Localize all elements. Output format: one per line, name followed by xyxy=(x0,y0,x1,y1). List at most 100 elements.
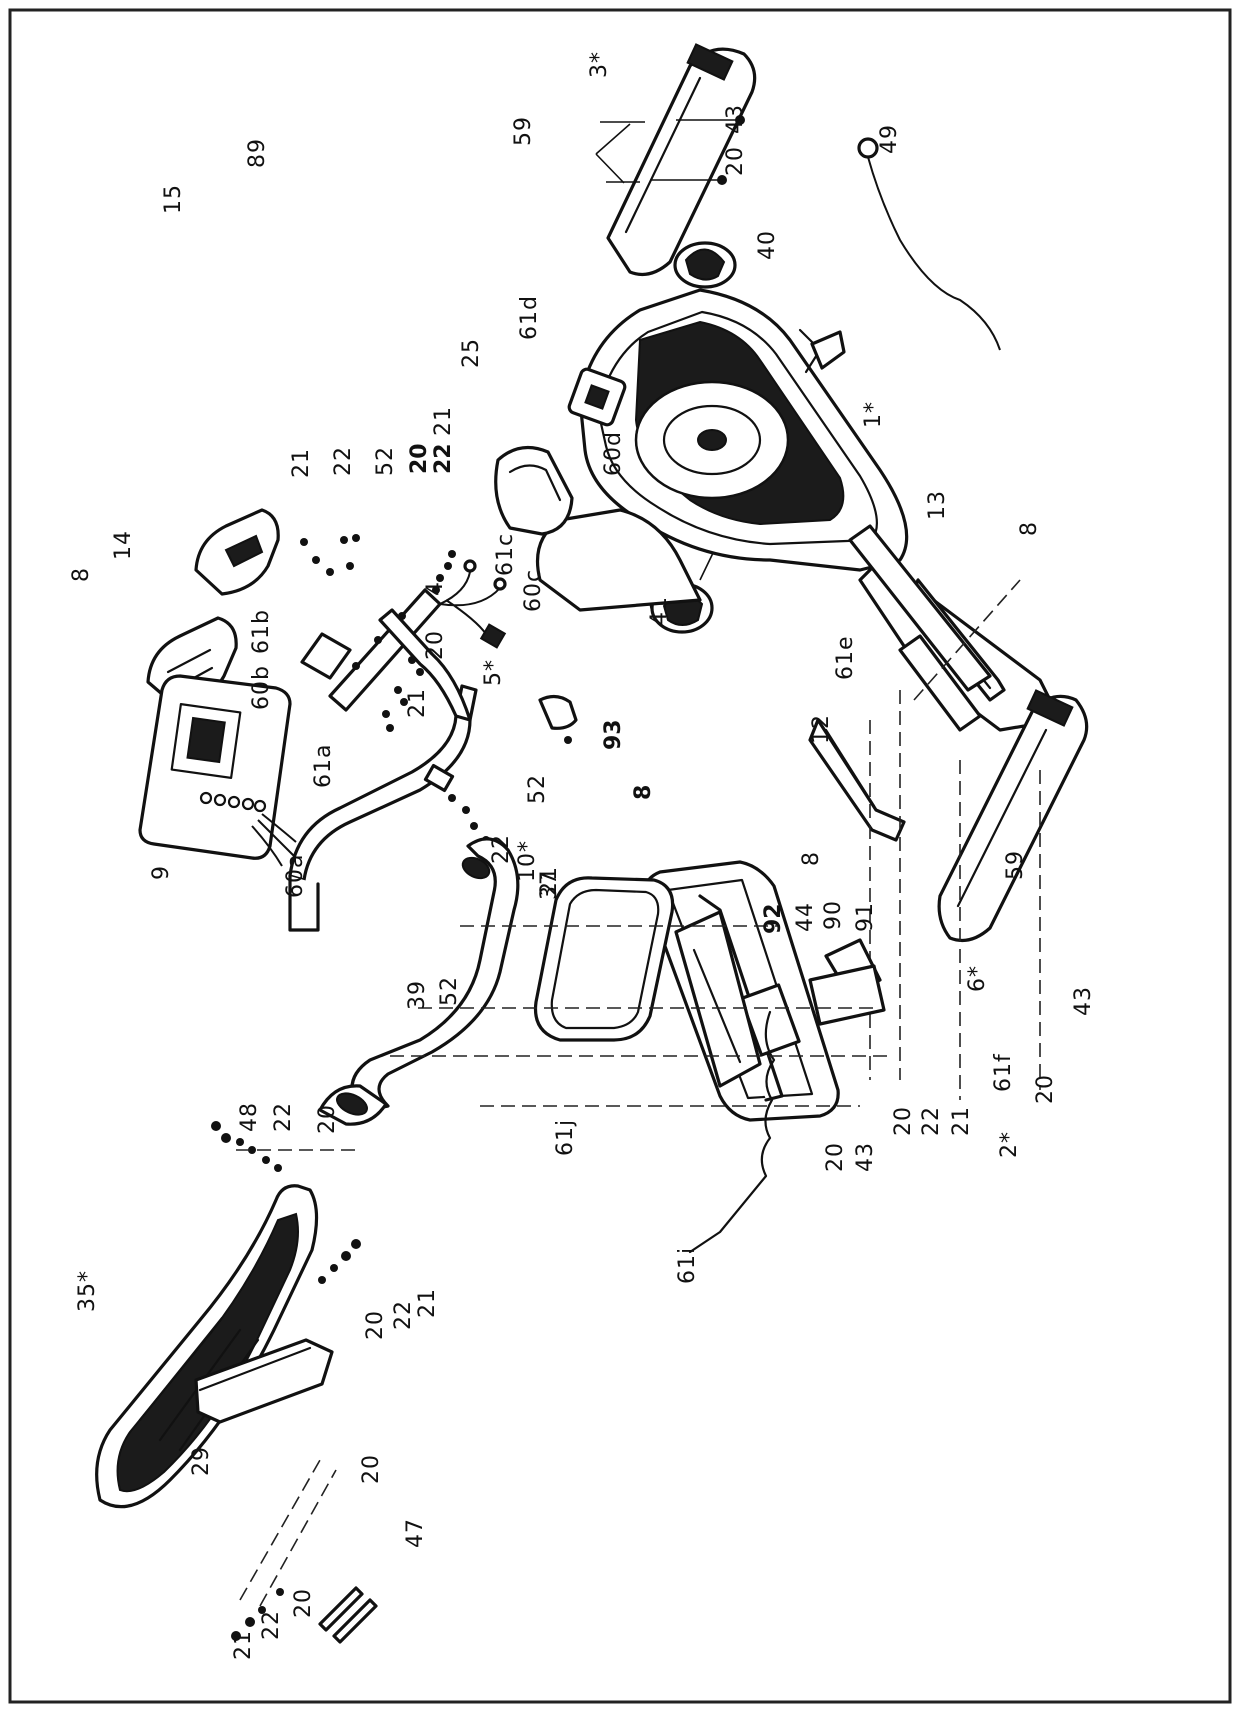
part-coil-cable xyxy=(688,1010,776,1254)
part-sensor-wire xyxy=(857,137,1001,351)
label-59-top: 59 xyxy=(511,116,536,146)
label-43-bottom: 43 xyxy=(1071,986,1096,1016)
label-60b: 60b xyxy=(249,665,274,710)
label-15: 15 xyxy=(161,184,186,214)
label-1: 1* xyxy=(861,401,886,428)
label-22-f: 22 xyxy=(391,1300,416,1330)
label-35: 35* xyxy=(75,1270,100,1312)
label-22-c: 22 xyxy=(489,834,514,864)
label-20-d: 20 xyxy=(1033,1074,1058,1104)
label-5: 5* xyxy=(481,659,506,686)
label-8-c: 8 xyxy=(631,785,656,800)
part-handlebar-bolts xyxy=(448,794,490,844)
label-60c: 60c xyxy=(521,569,546,612)
label-20-i: 20 xyxy=(359,1454,384,1484)
part-handlebar xyxy=(288,608,478,932)
label-21-d: 21 xyxy=(537,866,562,896)
label-61d: 61d xyxy=(517,295,542,340)
label-8-right: 8 xyxy=(1017,521,1042,536)
label-20-b: 20 xyxy=(407,443,432,474)
label-61e: 61e xyxy=(833,635,858,680)
label-8-d: 8 xyxy=(799,851,824,866)
label-61b: 61b xyxy=(249,609,274,654)
label-48: 48 xyxy=(237,1102,262,1132)
label-4: 4 xyxy=(423,581,448,596)
part-93 xyxy=(538,694,578,744)
label-9: 9 xyxy=(149,865,174,880)
part-pedal-right xyxy=(673,241,737,289)
label-44: 44 xyxy=(793,902,818,932)
label-49: 49 xyxy=(877,124,902,154)
label-3: 3* xyxy=(587,51,612,78)
label-21-a: 21 xyxy=(289,448,314,478)
label-93: 93 xyxy=(601,719,626,750)
label-41: 41 xyxy=(647,596,672,626)
label-39: 39 xyxy=(405,980,430,1010)
label-21-c: 21 xyxy=(405,688,430,718)
label-22-g: 22 xyxy=(259,1610,284,1640)
part-seat-handle xyxy=(318,837,520,1126)
label-2: 2* xyxy=(997,1131,1022,1158)
label-91: 91 xyxy=(853,902,878,932)
part-seat-tilt xyxy=(674,910,762,1088)
label-20-j: 20 xyxy=(291,1588,316,1618)
label-40: 40 xyxy=(755,230,780,260)
label-52-c: 52 xyxy=(437,976,462,1006)
label-29: 29 xyxy=(189,1446,214,1476)
label-90: 90 xyxy=(821,900,846,930)
page-border xyxy=(8,8,1232,1704)
part-seat-pad xyxy=(533,876,675,1042)
part-cover-25 xyxy=(494,445,574,536)
label-20-g: 20 xyxy=(891,1106,916,1136)
part-crank-housing xyxy=(567,367,627,427)
label-20-top: 20 xyxy=(723,146,748,176)
label-52-a: 52 xyxy=(373,446,398,476)
label-61f: 61f xyxy=(991,1053,1016,1092)
label-20-f: 20 xyxy=(823,1142,848,1172)
label-43-c: 43 xyxy=(853,1142,878,1172)
label-20-e: 20 xyxy=(315,1104,340,1134)
label-21-f: 21 xyxy=(415,1288,440,1318)
part-front-stabilizer xyxy=(937,689,1089,942)
label-22-a: 22 xyxy=(331,446,356,476)
part-rail xyxy=(848,524,992,732)
label-89: 89 xyxy=(245,138,270,168)
label-25: 25 xyxy=(459,338,484,368)
part-seat-frame xyxy=(644,860,886,1122)
label-22-e: 22 xyxy=(919,1106,944,1136)
label-21-g: 21 xyxy=(231,1630,256,1660)
guide-lines-seat xyxy=(390,925,890,1107)
part-backrest-bracket xyxy=(194,1338,334,1424)
part-foot-12 xyxy=(808,718,906,842)
label-60d: 60d xyxy=(601,431,626,476)
label-61c: 61c xyxy=(493,533,518,576)
label-8-left: 8 xyxy=(69,567,94,582)
part-rear-stabilizer xyxy=(595,43,757,276)
callout-labels: 3* 59 20 43 49 40 89 15 21 22 52 20 22 2… xyxy=(69,51,1096,1660)
label-21-b: 21 xyxy=(431,406,456,436)
guide-lines-front xyxy=(869,579,1041,1100)
label-22-d: 22 xyxy=(271,1102,296,1132)
part-console xyxy=(138,674,297,867)
label-22-b: 22 xyxy=(431,443,456,474)
label-61i: 61i xyxy=(675,1247,700,1284)
label-14: 14 xyxy=(111,530,136,560)
label-20-c: 20 xyxy=(423,630,448,660)
label-12: 12 xyxy=(809,714,834,744)
label-52-b: 52 xyxy=(525,774,550,804)
label-37: 37 xyxy=(537,870,562,900)
label-43-top: 43 xyxy=(723,104,748,134)
part-backrest-bolts xyxy=(211,1121,378,1644)
label-92: 92 xyxy=(761,903,786,934)
label-59-bottom: 59 xyxy=(1003,850,1028,880)
label-47: 47 xyxy=(403,1518,428,1548)
label-10: 10* xyxy=(515,840,540,882)
label-20-h: 20 xyxy=(363,1310,388,1340)
label-60a: 60a xyxy=(283,854,308,898)
label-6: 6* xyxy=(965,965,990,992)
label-61a: 61a xyxy=(311,744,336,788)
label-13: 13 xyxy=(925,490,950,520)
part-cover-15 xyxy=(194,508,280,596)
label-21-e: 21 xyxy=(949,1106,974,1136)
